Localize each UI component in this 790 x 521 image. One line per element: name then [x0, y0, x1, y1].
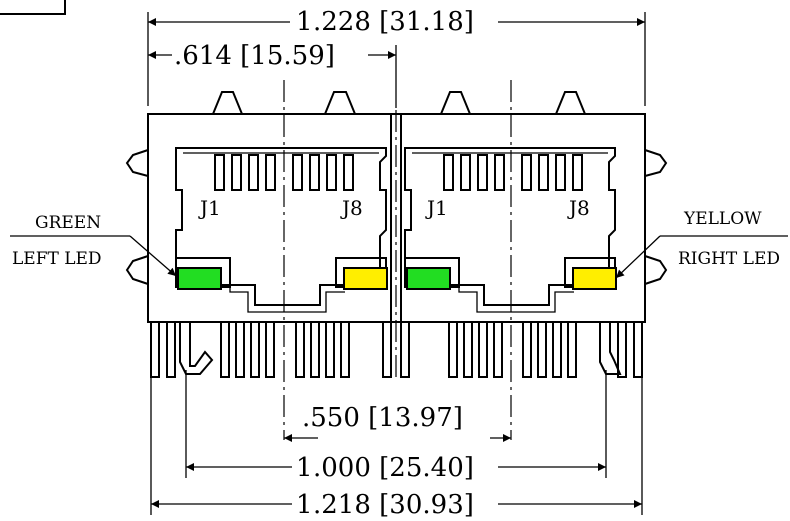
yellow-led-label-line2: RIGHT LED: [678, 249, 780, 269]
left-port: J1 J8: [175, 147, 388, 313]
green-led-label-line2: LEFT LED: [12, 249, 102, 269]
pin-span-dimension: 1 .000 [25.40]: [185, 370, 607, 483]
right-port-pin1-label: J1: [425, 196, 448, 220]
left-port-contacts: [214, 154, 354, 191]
base-width-prefix: 1: [296, 490, 313, 520]
yellow-led-left-port: [343, 267, 388, 290]
base-width-dimension: 1 .218 [30.93]: [150, 377, 643, 520]
center-pitch-dimension: .550 [13.97]: [284, 403, 511, 442]
base-width-label: .218 [30.93]: [313, 490, 474, 520]
pin-span-label: .000 [25.40]: [313, 453, 474, 483]
left-port-pin1-label: J1: [198, 196, 221, 220]
side-clips: [125, 149, 668, 285]
green-led-right-port: [406, 267, 451, 290]
right-port-contacts: [443, 154, 583, 191]
left-port-pin8-label: J8: [340, 196, 363, 220]
corner-frame: [0, 0, 66, 15]
green-led-label-line1: GREEN: [35, 213, 101, 233]
half-pitch-label: .614 [15.59]: [174, 41, 335, 71]
port-centerlines: [283, 80, 512, 440]
overall-width-prefix: 1: [296, 7, 313, 37]
top-latch-tabs: [212, 91, 586, 115]
center-pitch-label: .550 [13.97]: [302, 403, 463, 433]
yellow-led-right-port: [572, 267, 617, 290]
pcb-pins: [150, 321, 643, 378]
green-led-callout: GREEN LEFT LED: [10, 213, 177, 277]
right-port: J1 J8: [404, 147, 617, 313]
pin-span-prefix: 1: [296, 453, 313, 483]
yellow-led-label-line1: YELLOW: [683, 209, 762, 229]
right-port-pin8-label: J8: [567, 196, 590, 220]
overall-width-dimension: 1 .228 [31.18]: [147, 7, 646, 106]
green-led-left-port: [177, 267, 222, 290]
half-pitch-dimension: .614 [15.59]: [148, 41, 397, 108]
port-divider: [390, 114, 402, 322]
yellow-led-callout: YELLOW RIGHT LED: [615, 209, 788, 279]
overall-width-label: .228 [31.18]: [313, 7, 474, 37]
